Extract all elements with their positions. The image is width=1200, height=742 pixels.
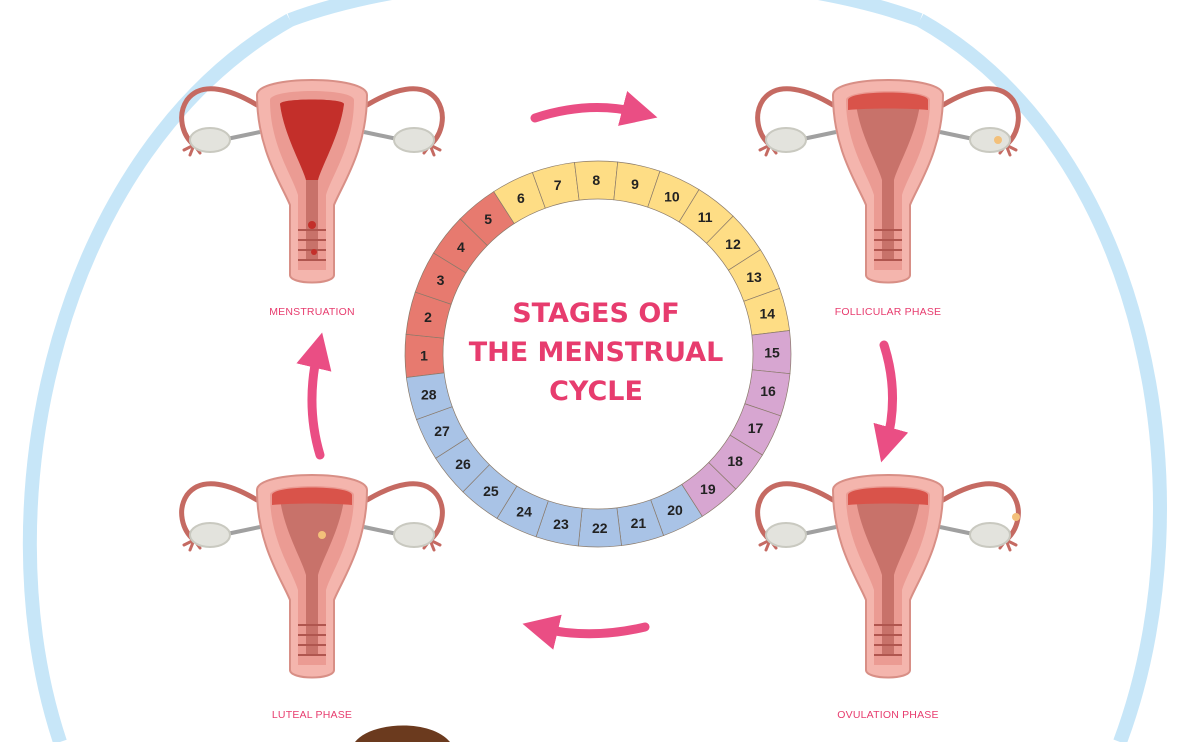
arrow-bottom: [522, 614, 650, 650]
day-number-23: 23: [553, 516, 569, 532]
day-number-15: 15: [764, 344, 780, 360]
title-line-1: STAGES OF: [512, 298, 680, 329]
day-number-3: 3: [437, 272, 445, 288]
day-number-1: 1: [420, 348, 428, 364]
title-line-3: CYCLE: [549, 376, 643, 407]
label-menstruation: MENSTRUATION: [269, 306, 355, 318]
day-number-28: 28: [421, 386, 437, 402]
title-line-2: THE MENSTRUAL: [469, 337, 724, 368]
label-luteal: LUTEAL PHASE: [272, 709, 352, 721]
day-number-14: 14: [759, 306, 775, 322]
day-number-4: 4: [457, 239, 465, 255]
arrow-top: [530, 91, 658, 126]
day-number-27: 27: [434, 423, 450, 439]
day-number-25: 25: [483, 483, 499, 499]
day-number-8: 8: [592, 172, 600, 188]
day-number-24: 24: [516, 504, 532, 520]
day-number-13: 13: [746, 269, 762, 285]
day-number-11: 11: [698, 209, 713, 225]
day-number-9: 9: [631, 176, 639, 192]
uterus-menstruation: [182, 80, 443, 283]
uterus-luteal: [182, 475, 443, 678]
label-follicular: FOLLICULAR PHASE: [835, 306, 941, 318]
day-number-16: 16: [760, 383, 776, 399]
day-number-19: 19: [700, 481, 716, 497]
day-number-10: 10: [664, 188, 680, 204]
uterus-ovulation: [758, 475, 1020, 678]
day-number-20: 20: [667, 502, 683, 518]
arrow-left: [296, 332, 332, 460]
day-number-6: 6: [517, 190, 525, 206]
day-number-5: 5: [484, 211, 492, 227]
uterus-follicular: [758, 80, 1019, 283]
day-number-22: 22: [592, 520, 608, 536]
day-number-26: 26: [455, 456, 471, 472]
day-number-2: 2: [424, 309, 432, 325]
day-number-7: 7: [554, 177, 562, 193]
day-number-12: 12: [725, 236, 741, 252]
day-segment-28: [406, 372, 453, 421]
label-ovulation: OVULATION PHASE: [837, 709, 938, 721]
day-number-18: 18: [727, 453, 743, 469]
background-arc-top: [287, 0, 923, 27]
day-number-21: 21: [631, 515, 647, 531]
arrow-right: [873, 340, 909, 463]
bottom-partial-shape: [355, 725, 450, 742]
day-number-17: 17: [748, 420, 764, 436]
